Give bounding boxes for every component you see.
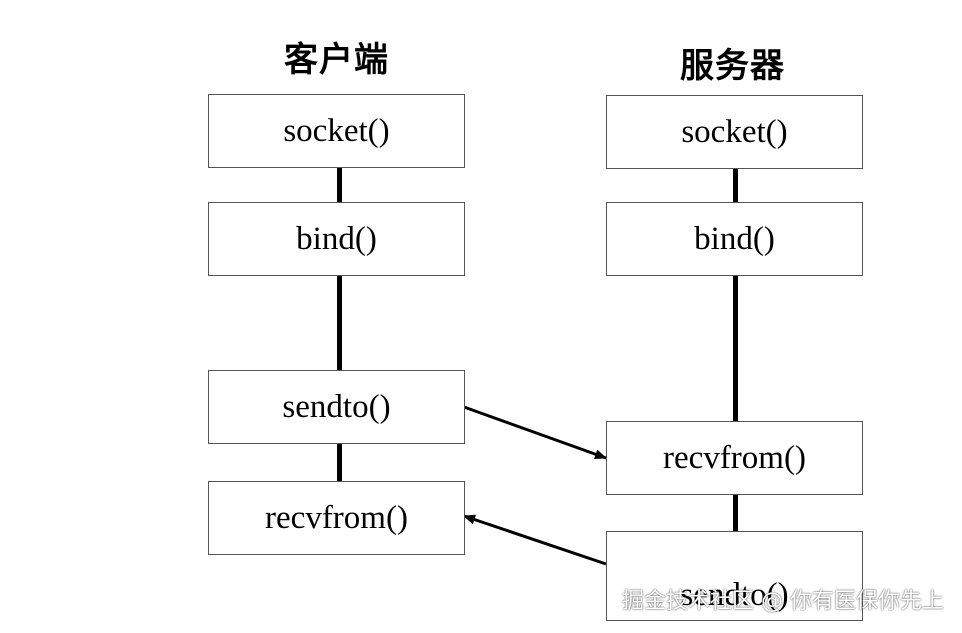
- client-line-2: [337, 275, 342, 371]
- client-bind-label: bind(): [296, 220, 377, 257]
- server-bind-box: bind(): [606, 202, 863, 276]
- server-sendto-label: sendto(): [680, 577, 789, 613]
- server-line-2: [733, 275, 738, 422]
- server-recvfrom-box: recvfrom(): [606, 421, 863, 495]
- server-socket-box: socket(): [606, 95, 863, 169]
- client-title: 客户端: [284, 40, 389, 80]
- server-line-3: [733, 494, 738, 532]
- server-socket-label: socket(): [681, 113, 788, 150]
- client-to-server-arrow: [463, 405, 607, 460]
- watermark-text: 掘金技术社区 @ 你有医保你先上: [622, 589, 944, 614]
- client-socket-label: socket(): [283, 112, 390, 149]
- client-line-1: [337, 167, 342, 203]
- server-recvfrom-label: recvfrom(): [663, 439, 806, 476]
- client-recvfrom-label: recvfrom(): [265, 499, 408, 536]
- server-bind-label: bind(): [694, 220, 775, 257]
- client-recvfrom-box: recvfrom(): [208, 481, 465, 555]
- server-line-1: [733, 168, 738, 203]
- server-title: 服务器: [680, 46, 785, 86]
- server-to-client-arrow: [463, 514, 607, 566]
- client-socket-box: socket(): [208, 94, 465, 168]
- server-sendto-box: sendto(): [606, 531, 863, 621]
- client-line-3: [337, 443, 342, 482]
- client-bind-box: bind(): [208, 202, 465, 276]
- client-sendto-box: sendto(): [208, 370, 465, 444]
- client-sendto-label: sendto(): [282, 388, 391, 425]
